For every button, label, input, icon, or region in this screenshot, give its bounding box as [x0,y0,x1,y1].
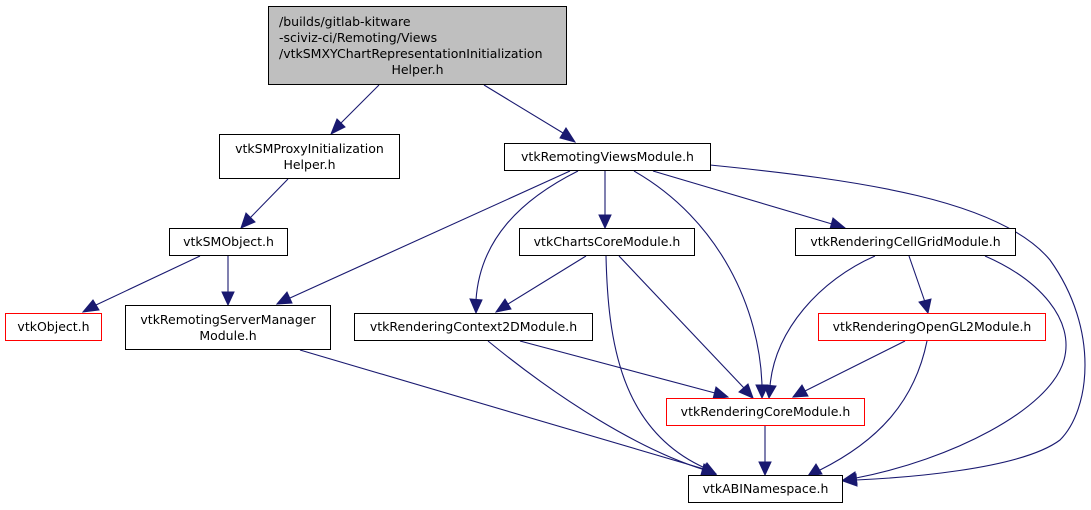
node-vtk-remoting-views-module[interactable]: vtkRemotingViewsModule.h [504,143,711,171]
arrowhead [81,299,100,313]
edge-server-manager-to-abi-namespace [299,349,705,470]
arrowhead [275,291,293,305]
node-label-line: vtkSMProxyInitialization [235,140,384,156]
edge-remoting-views-to-server-manager [289,170,571,299]
arrowhead [738,383,754,399]
node-vtk-rendering-context2d-module[interactable]: vtkRenderingContext2DModule.h [354,313,593,341]
arrowhead [559,127,577,143]
edge-remoting-views-to-cell-grid [652,170,833,225]
arrowhead [763,384,777,400]
node-vtk-sm-object[interactable]: vtkSMObject.h [169,228,288,256]
node-label-line: Helper.h [283,156,336,172]
node-label: vtkSMObject.h [183,234,274,249]
node-label: vtkRenderingOpenGL2Module.h [832,319,1032,334]
edge-cell-grid-to-abi-namespace [855,255,1067,479]
edge-opengl2-to-abi-namespace [819,340,928,471]
edge-proxy-helper-to-sm-object [249,178,289,219]
node-label: vtkABINamespace.h [702,481,829,496]
node-vtk-sm-proxy-initialization-helper[interactable]: vtkSMProxyInitialization Helper.h [219,134,400,179]
node-root-file[interactable]: /builds/gitlab-kitware -sciviz-ci/Remoti… [268,6,567,85]
arrowhead [791,384,809,398]
node-vtk-charts-core-module[interactable]: vtkChartsCoreModule.h [519,228,695,256]
edge-charts-core-to-abi-namespace [605,255,706,469]
edge-cell-grid-to-opengl2 [908,255,926,303]
edge-cell-grid-to-rendering-core [769,255,876,387]
arrowhead [598,214,612,230]
node-label-line: /vtkSMXYChartRepresentationInitializatio… [279,45,543,61]
edge-remoting-views-to-context2d [475,170,579,301]
arrowhead [700,463,718,476]
node-label-line: Module.h [199,327,257,343]
node-label: vtkRemotingViewsModule.h [521,149,694,164]
node-label-line: Helper.h [391,61,444,77]
arrowhead [221,291,235,307]
edge-root-to-remoting-views [483,84,564,134]
edge-remoting-views-to-abi-namespace [709,164,1086,481]
node-vtk-rendering-cell-grid-module[interactable]: vtkRenderingCellGridModule.h [795,228,1016,256]
node-label-line: -sciviz-ci/Remoting/Views [279,29,438,45]
arrowhead [758,461,772,477]
edge-charts-core-to-rendering-core [618,255,745,389]
arrowhead [841,471,858,485]
edge-root-to-proxy-helper [340,84,380,124]
node-vtk-rendering-opengl2-module[interactable]: vtkRenderingOpenGL2Module.h [818,313,1046,341]
edge-opengl2-to-rendering-core [804,340,906,392]
node-label: vtkObject.h [17,319,90,334]
node-label-line: vtkRemotingServerManager [140,311,316,327]
node-vtk-remoting-server-manager-module[interactable]: vtkRemotingServerManager Module.h [125,305,331,350]
edge-context2d-to-abi-namespace [487,340,706,471]
edge-charts-core-to-context2d [507,255,587,305]
arrowhead [240,212,256,229]
arrowhead [469,298,483,315]
node-label: vtkRenderingContext2DModule.h [369,319,578,334]
edge-context2d-to-rendering-core [519,340,716,394]
edge-remoting-views-to-rendering-core [633,170,763,387]
node-label-line: /builds/gitlab-kitware [279,13,411,29]
edge-sm-object-to-vtk-object [95,255,201,306]
node-vtk-abi-namespace[interactable]: vtkABINamespace.h [688,475,843,503]
node-label: vtkRenderingCoreModule.h [680,404,851,419]
arrowhead [330,118,346,136]
node-vtk-rendering-core-module[interactable]: vtkRenderingCoreModule.h [666,398,865,426]
node-vtk-object[interactable]: vtkObject.h [5,313,102,341]
arrowhead [918,298,932,315]
node-label: vtkRenderingCellGridModule.h [810,234,1001,249]
arrowhead [494,298,512,313]
node-label: vtkChartsCoreModule.h [533,234,681,249]
